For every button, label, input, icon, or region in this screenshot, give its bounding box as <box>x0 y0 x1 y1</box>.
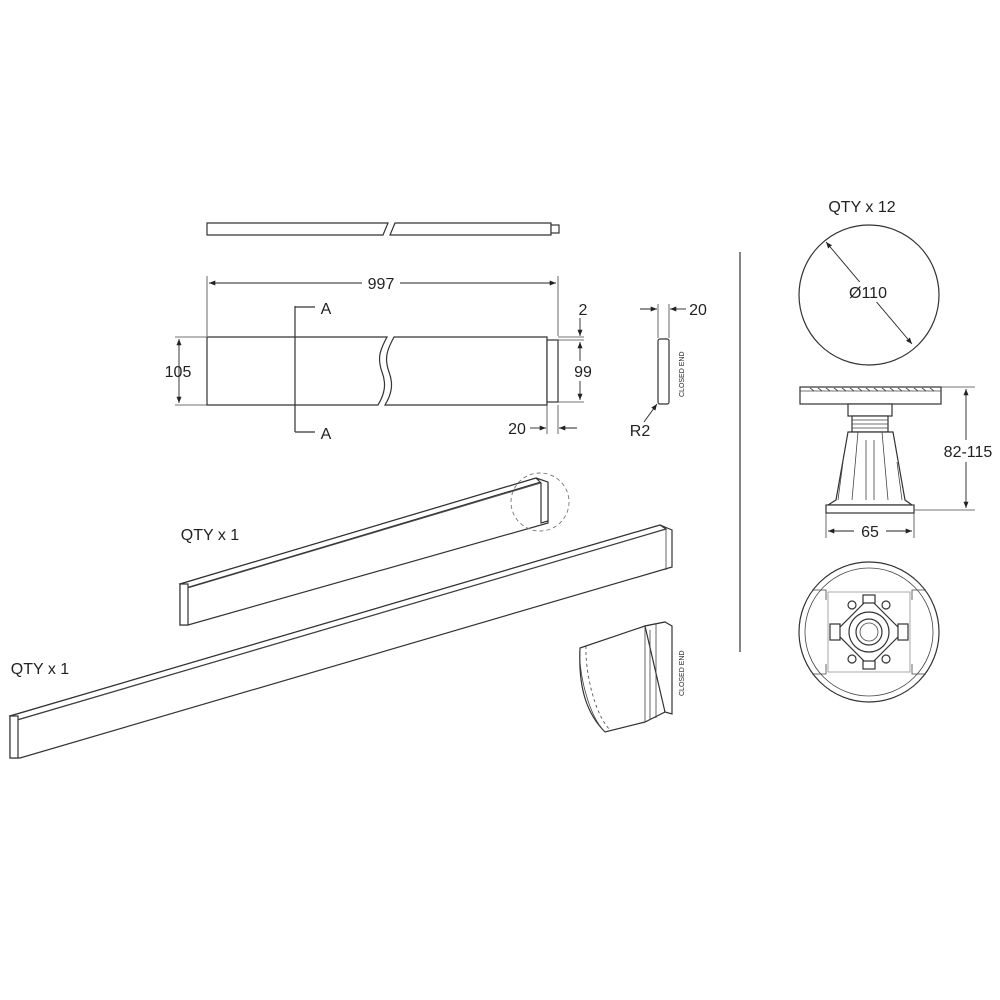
leg-bottom-view <box>798 561 940 703</box>
end-cap-label: CLOSED END <box>679 351 686 397</box>
qty-long-panel: QTY x 1 <box>11 661 69 678</box>
panel-front-view: 997 105 99 2 20 A A <box>165 273 596 443</box>
leg-plan-circle: QTY x 12 Ø110 <box>798 199 940 366</box>
section-label-bottom: A <box>321 426 332 443</box>
panel-short-isometric: QTY x 1 <box>178 472 570 626</box>
length-dimension: 997 <box>368 276 395 293</box>
section-label-top: A <box>321 301 332 318</box>
qty-short-panel: QTY x 1 <box>181 527 239 544</box>
leg-base-width: 65 <box>861 524 879 541</box>
end-cap-radius: R2 <box>630 423 651 440</box>
end-cap-section: 20 CLOSED END R2 <box>630 302 707 440</box>
end-cap-detail: CLOSED END <box>579 621 686 733</box>
leg-diameter: Ø110 <box>849 285 887 302</box>
leg-height-range: 82-115 <box>944 444 993 461</box>
lip-height-dimension: 99 <box>574 364 592 381</box>
end-cap-detail-label: CLOSED END <box>679 650 686 696</box>
panel-long-isometric: QTY x 1 <box>8 524 673 759</box>
lip-width-dimension: 20 <box>508 421 526 438</box>
leg-qty: QTY x 12 <box>828 199 895 216</box>
end-cap-thickness: 20 <box>689 302 707 319</box>
height-dimension: 105 <box>165 364 192 381</box>
panel-top-view <box>206 222 560 236</box>
lip-offset-dimension: 2 <box>579 302 588 319</box>
leg-elevation: 82-115 65 <box>799 386 998 541</box>
